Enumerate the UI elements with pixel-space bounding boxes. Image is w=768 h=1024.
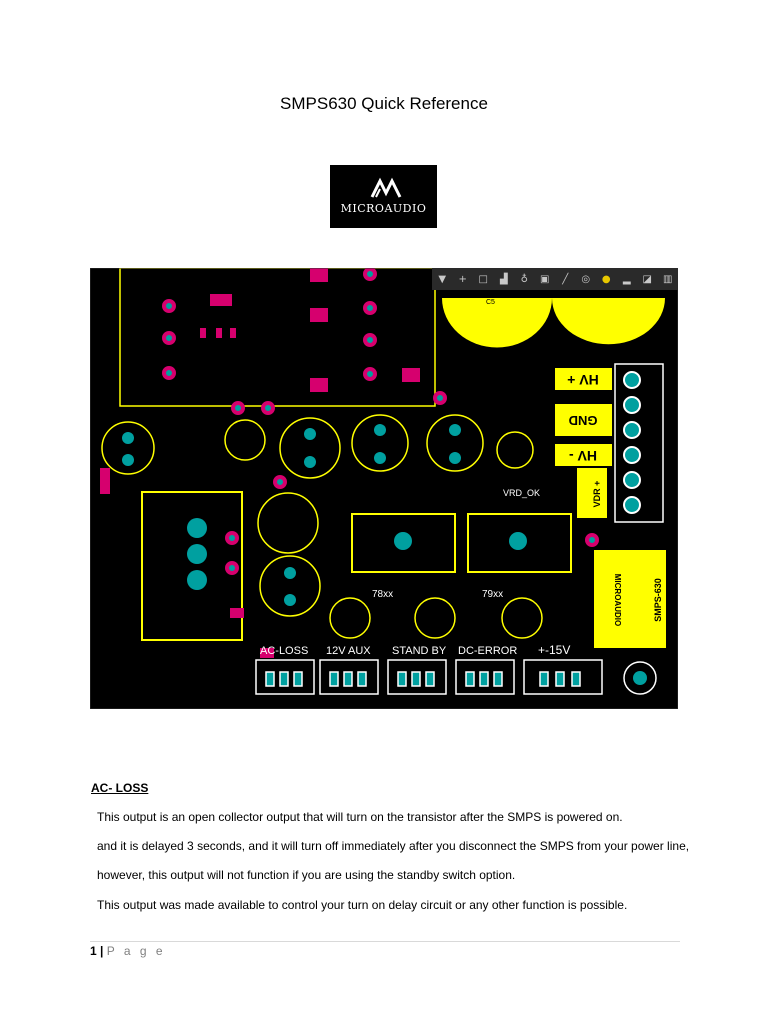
microaudio-logo-mark-icon: [370, 177, 402, 198]
document-title: SMPS630 Quick Reference: [280, 94, 488, 113]
text-icon: ◎: [581, 273, 591, 285]
label-vrd-ok: VRD_OK: [503, 488, 540, 498]
label-78xx: 78xx: [372, 589, 393, 600]
meter-icon: ▥: [663, 273, 673, 285]
paragraph-1: This output is an open collector output …: [97, 810, 623, 824]
label-stand-by: STAND BY: [392, 645, 447, 657]
microaudio-logo: MICROAUDIO: [330, 165, 437, 228]
square-icon: ◪: [642, 273, 652, 285]
page-number: 1: [90, 944, 97, 958]
footer-divider: [90, 941, 680, 942]
page-label: P a g e: [106, 944, 166, 958]
bars-icon: ▂: [622, 273, 631, 285]
select-icon: □: [478, 273, 488, 285]
label-ac-loss: AC-LOSS: [260, 645, 308, 657]
label-smps-630: SMPS-630: [653, 578, 663, 622]
label-hv-plus: HV +: [567, 372, 599, 388]
pin-icon: ♁: [520, 273, 528, 285]
paragraph-3: however, this output will not function i…: [97, 868, 516, 882]
label-12v-aux: 12V AUX: [326, 645, 371, 657]
pcb-toolbar: ▼ + □ ▟ ♁ ▣ ╱ ◎ ● ▂ ◪ ▥: [432, 268, 678, 290]
page-separator: |: [100, 944, 104, 958]
paragraph-4: This output was made available to contro…: [97, 898, 628, 912]
label-15v: +-15V: [538, 643, 570, 657]
page-footer: 1 | P a g e: [90, 944, 166, 958]
pad-icon: ▣: [540, 273, 550, 285]
section-heading: AC- LOSS: [91, 781, 149, 795]
label-vdr: VDR +: [592, 481, 602, 508]
line-icon: ╱: [562, 273, 569, 285]
paragraph-2: and it is delayed 3 seconds, and it will…: [97, 839, 690, 853]
pcb-layout: HV + GND HV - VDR + SMPS-630 MICROAUDIO …: [90, 268, 678, 709]
filter-icon: ▼: [438, 273, 447, 285]
label-gnd: GND: [569, 413, 598, 428]
cross-icon: +: [458, 273, 467, 285]
label-c5: C5: [486, 299, 495, 306]
label-microaudio-pcb: MICROAUDIO: [613, 574, 622, 626]
label-79xx: 79xx: [482, 589, 503, 600]
bulb-icon: ●: [601, 273, 611, 285]
label-dc-error: DC-ERROR: [458, 645, 517, 657]
label-hv-minus: HV -: [569, 448, 597, 464]
label-c7: C7: [604, 293, 613, 300]
pcb-image: HV + GND HV - VDR + SMPS-630 MICROAUDIO …: [90, 268, 678, 709]
chart-icon: ▟: [499, 273, 508, 285]
logo-brand-text: MICROAUDIO: [340, 202, 427, 215]
